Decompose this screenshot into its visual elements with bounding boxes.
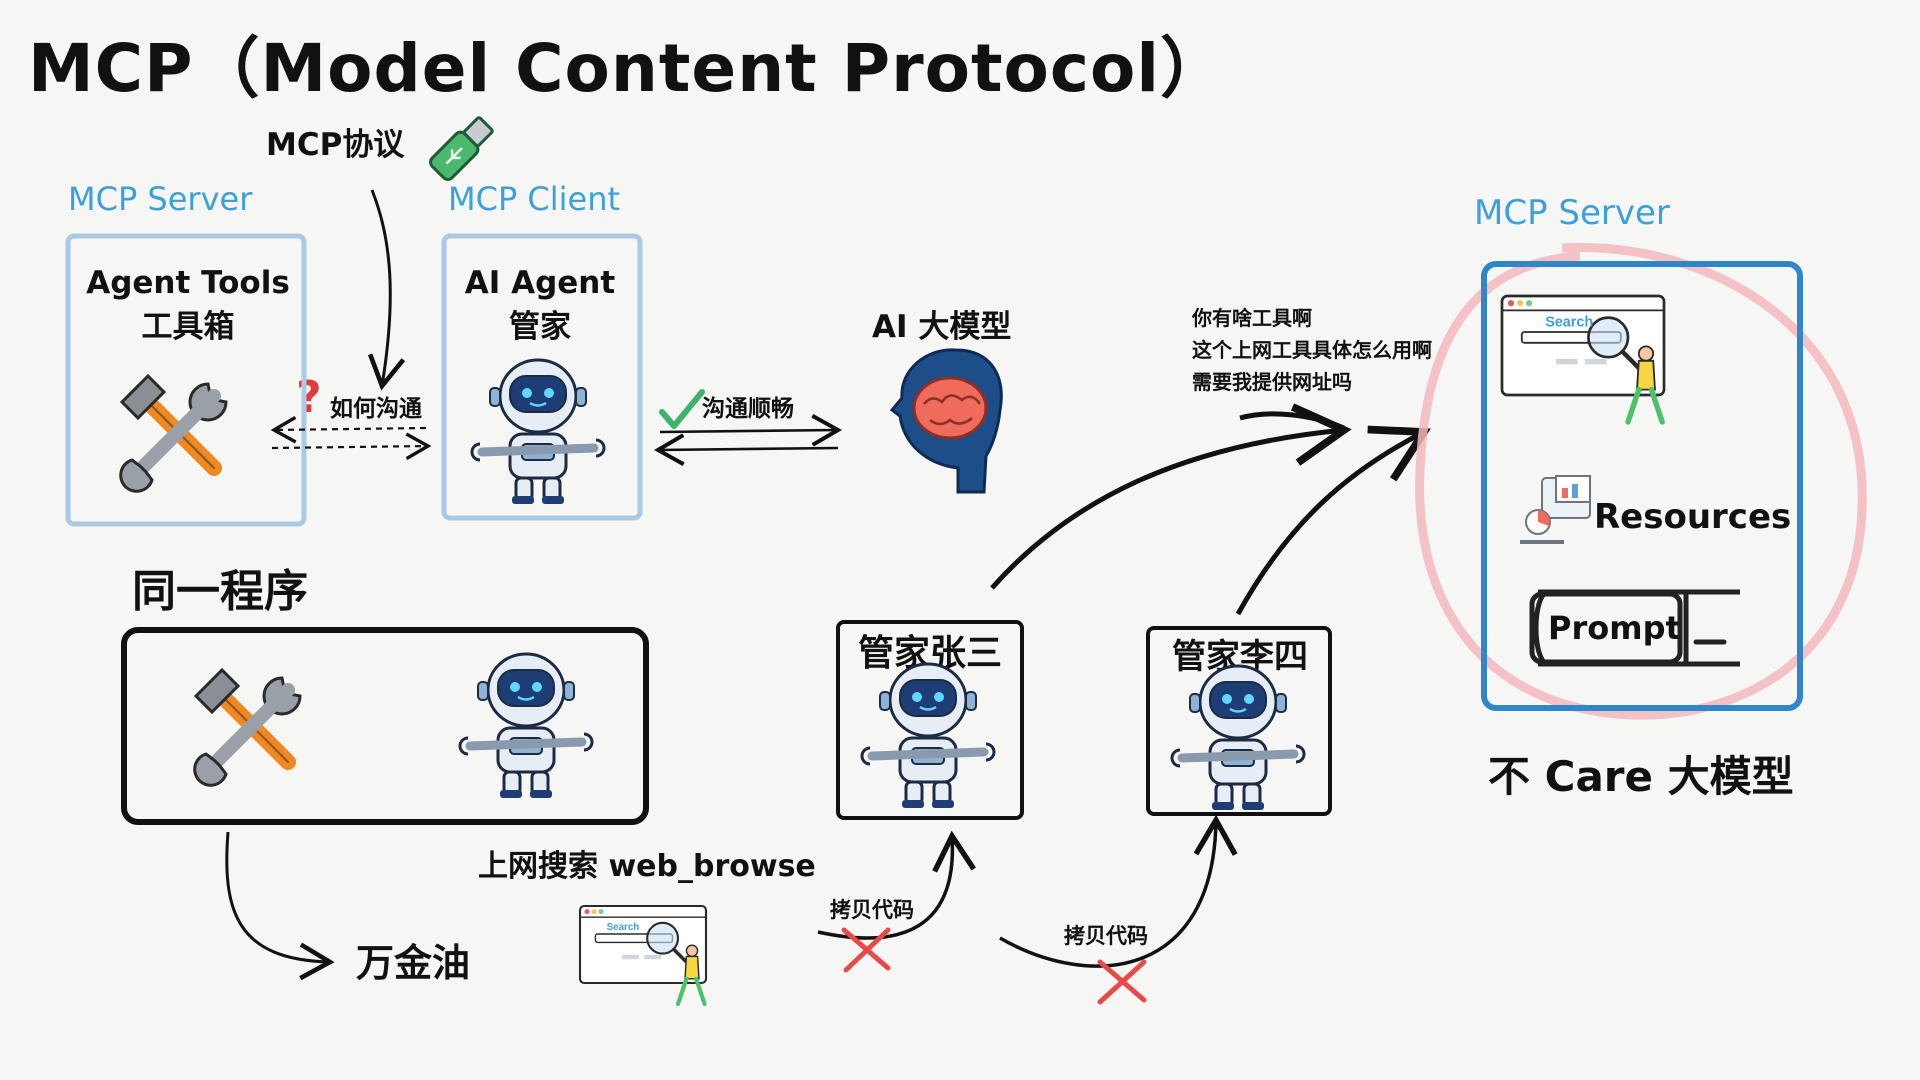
zhang-to-server-arrow — [990, 403, 1352, 590]
brain-icon — [889, 348, 1003, 494]
resources-label: Resources — [1594, 497, 1792, 537]
search-browser-icon-small: Search — [580, 906, 706, 1004]
protocol-arrow — [367, 189, 406, 391]
prompt-icon — [1529, 589, 1740, 667]
cross-icon-1 — [841, 927, 891, 973]
li-to-server-arrow — [1235, 425, 1431, 616]
right-server-box — [1481, 261, 1803, 711]
prompt-label: Prompt — [1548, 609, 1681, 647]
mcp-protocol-label: MCP协议 — [266, 127, 405, 163]
cross-icon-2 — [1097, 959, 1147, 1005]
solid-arrow-left — [653, 433, 839, 467]
solid-arrow-right — [659, 413, 843, 447]
butler-li-box — [1146, 626, 1332, 816]
ai-agent-title: AI Agent — [464, 265, 616, 301]
robot-icon-zhang — [862, 664, 994, 808]
client-label: MCP Client — [448, 180, 621, 218]
butler-title: 管家 — [509, 309, 571, 345]
checkmark-icon — [659, 389, 705, 429]
same-program-heading: 同一程序 — [132, 566, 308, 617]
dashed-arrow-right — [271, 432, 432, 461]
ai-agent-box — [441, 233, 643, 521]
same-program-box — [121, 627, 649, 825]
copy-code-label-1: 拷贝代码 — [830, 898, 914, 922]
ai-model-label: AI 大模型 — [872, 309, 1012, 345]
copy-arrow-1 — [817, 830, 976, 940]
robot-icon-program — [460, 654, 592, 798]
svg-text:Search: Search — [607, 922, 640, 933]
question-line-1: 你有啥工具啊 — [1192, 306, 1312, 330]
usb-drive-icon — [429, 116, 494, 181]
panacea-label: 万金油 — [356, 941, 471, 985]
red-highlight-circle — [1415, 243, 1867, 720]
smooth-communication-label: 沟通顺畅 — [702, 396, 794, 422]
tools-icon-program — [195, 670, 300, 785]
robot-icon-li — [1172, 666, 1304, 810]
robot-icon — [472, 360, 604, 504]
agent-tools-box — [65, 233, 307, 527]
question-line-3: 需要我提供网址吗 — [1192, 370, 1352, 394]
butler-zhang-box — [836, 620, 1024, 820]
svg-text:Search: Search — [1545, 315, 1593, 331]
dashed-arrow-left — [270, 415, 427, 444]
how-communicate-label: 如何沟通 — [330, 396, 422, 422]
search-browser-icon: Search — [1502, 296, 1664, 422]
question-line-2: 这个上网工具具体怎么用啊 — [1192, 338, 1432, 362]
resources-icon — [1520, 475, 1591, 544]
question-icon: ? — [296, 372, 322, 423]
page-title: MCP（Model Content Protocol） — [28, 30, 1227, 107]
toolbox-title: 工具箱 — [141, 309, 235, 345]
web-search-label: 上网搜索 web_browse — [478, 849, 816, 884]
tools-icon — [121, 376, 226, 491]
copy-arrow-2 — [999, 814, 1238, 968]
right-server-label: MCP Server — [1474, 193, 1670, 233]
agent-tools-title: Agent Tools — [86, 265, 290, 301]
left-server-label: MCP Server — [68, 180, 253, 218]
copy-code-label-2: 拷贝代码 — [1064, 924, 1148, 948]
panacea-arrow — [225, 831, 335, 981]
arrow-stroke-extra — [1239, 411, 1345, 431]
dont-care-model-label: 不 Care 大模型 — [1488, 752, 1794, 801]
